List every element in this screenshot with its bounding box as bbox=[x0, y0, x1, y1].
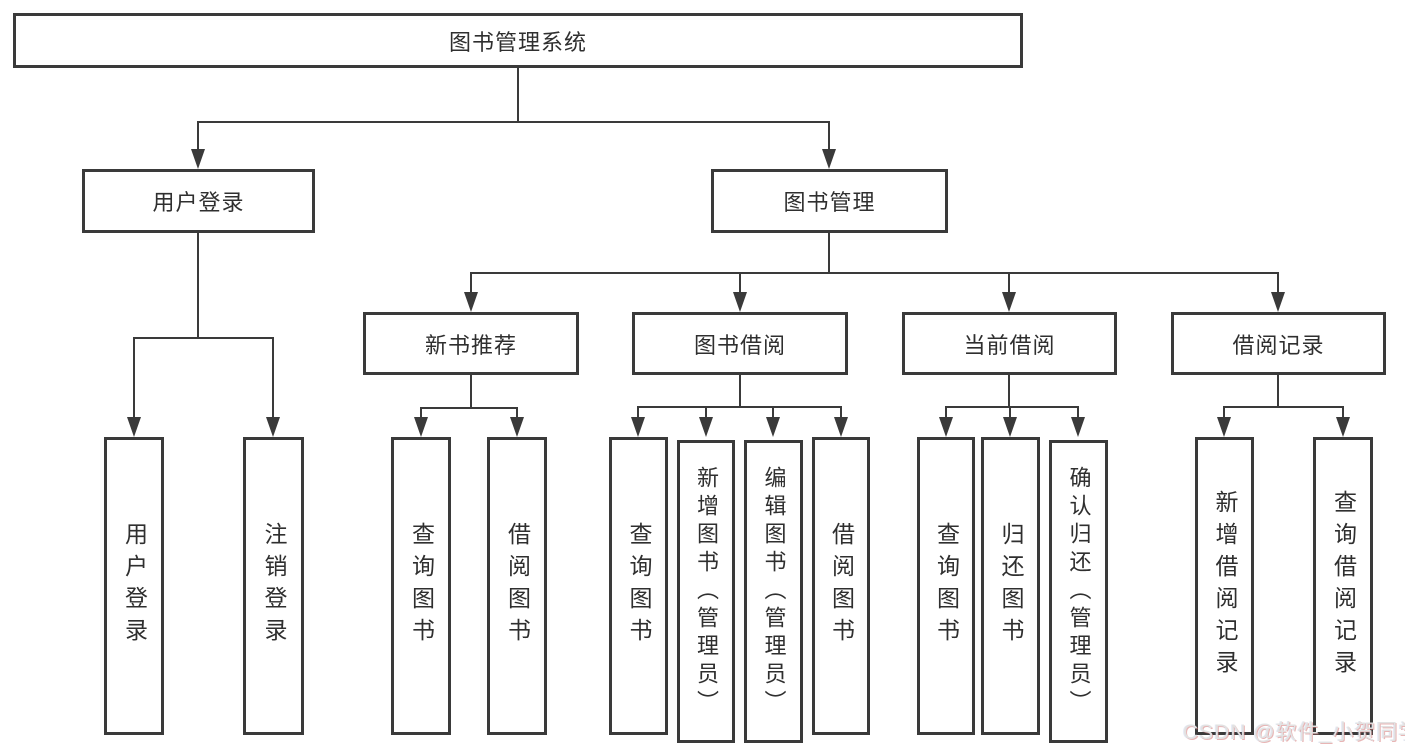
leaf-query-books-2-label: 查询图书 bbox=[626, 522, 652, 650]
leaf-edit-books-admin: 编辑图书（管理员） bbox=[744, 440, 803, 743]
leaf-query-books-1: 查询图书 bbox=[391, 437, 451, 735]
connector-line bbox=[470, 375, 472, 407]
leaf-user-login: 用户登录 bbox=[104, 437, 164, 735]
arrow-down-icon bbox=[464, 292, 478, 312]
leaf-user-login-label: 用户登录 bbox=[121, 522, 148, 650]
leaf-query-borrow-record: 查询借阅记录 bbox=[1313, 437, 1373, 735]
connector-line bbox=[705, 406, 707, 419]
node-borrow-records: 借阅记录 bbox=[1171, 312, 1386, 375]
node-user-login: 用户登录 bbox=[82, 169, 315, 233]
root-node-book-management-system: 图书管理系统 bbox=[13, 13, 1023, 68]
connector-line bbox=[470, 272, 1279, 274]
leaf-logout: 注销登录 bbox=[243, 437, 304, 735]
node-book-borrow: 图书借阅 bbox=[632, 312, 848, 375]
node-borrow-records-label: 借阅记录 bbox=[1232, 332, 1325, 358]
arrow-down-icon bbox=[127, 417, 141, 437]
leaf-borrow-books-1: 借阅图书 bbox=[487, 437, 547, 735]
leaf-add-borrow-record: 新增借阅记录 bbox=[1195, 437, 1254, 735]
node-book-borrow-label: 图书借阅 bbox=[693, 332, 786, 358]
connector-line bbox=[133, 337, 135, 419]
connector-line bbox=[739, 375, 741, 406]
leaf-confirm-return-admin: 确认归还（管理员） bbox=[1049, 440, 1108, 743]
leaf-query-books-3-label: 查询图书 bbox=[933, 522, 960, 650]
leaf-add-books-admin: 新增图书（管理员） bbox=[677, 440, 735, 743]
connector-line bbox=[1008, 272, 1010, 294]
connector-line bbox=[840, 406, 842, 419]
arrow-down-icon bbox=[766, 417, 780, 437]
connector-line bbox=[1009, 406, 1011, 419]
arrow-down-icon bbox=[834, 417, 848, 437]
connector-line bbox=[197, 121, 199, 151]
connector-line bbox=[1008, 375, 1010, 406]
arrow-down-icon bbox=[266, 417, 280, 437]
node-user-login-label: 用户登录 bbox=[152, 190, 245, 215]
node-new-book-recommend-label: 新书推荐 bbox=[424, 332, 517, 358]
arrow-down-icon bbox=[939, 417, 953, 437]
connector-line bbox=[1342, 406, 1344, 419]
leaf-query-books-1-label: 查询图书 bbox=[408, 522, 435, 650]
arrow-down-icon bbox=[1271, 292, 1285, 312]
connector-line bbox=[1277, 375, 1279, 406]
node-current-borrow-label: 当前借阅 bbox=[963, 332, 1056, 358]
node-current-borrow: 当前借阅 bbox=[902, 312, 1117, 375]
connector-line bbox=[1223, 406, 1225, 419]
connector-line bbox=[517, 68, 519, 121]
csdn-watermark: CSDN @软件_小贺同学 bbox=[1183, 721, 1405, 744]
leaf-return-books: 归还图书 bbox=[981, 437, 1040, 735]
arrow-down-icon bbox=[1217, 417, 1231, 437]
arrow-down-icon bbox=[733, 292, 747, 312]
node-new-book-recommend: 新书推荐 bbox=[363, 312, 579, 375]
node-book-management: 图书管理 bbox=[711, 169, 948, 233]
leaf-query-books-2: 查询图书 bbox=[609, 437, 668, 735]
arrow-down-icon bbox=[1071, 417, 1085, 437]
connector-line bbox=[772, 406, 774, 419]
leaf-borrow-books-1-label: 借阅图书 bbox=[504, 522, 531, 650]
connector-line bbox=[1223, 406, 1344, 408]
arrow-down-icon bbox=[1002, 292, 1016, 312]
connector-line bbox=[420, 407, 518, 409]
leaf-return-books-label: 归还图书 bbox=[998, 522, 1024, 650]
leaf-query-borrow-record-label: 查询借阅记录 bbox=[1330, 490, 1357, 682]
connector-line bbox=[739, 272, 741, 294]
arrow-down-icon bbox=[1336, 417, 1350, 437]
connector-line bbox=[470, 272, 472, 294]
arrow-down-icon bbox=[510, 417, 524, 437]
leaf-borrow-books-2: 借阅图书 bbox=[812, 437, 870, 735]
arrow-down-icon bbox=[414, 417, 428, 437]
leaf-logout-label: 注销登录 bbox=[261, 522, 287, 650]
leaf-add-books-admin-label: 新增图书（管理员） bbox=[694, 465, 719, 718]
connector-line bbox=[828, 233, 830, 272]
leaf-query-books-3: 查询图书 bbox=[917, 437, 975, 735]
connector-line bbox=[197, 121, 830, 123]
connector-line bbox=[133, 337, 274, 339]
arrow-down-icon bbox=[631, 417, 645, 437]
connector-line bbox=[1077, 406, 1079, 419]
connector-line bbox=[945, 406, 1079, 408]
connector-line bbox=[420, 407, 422, 419]
arrow-down-icon bbox=[822, 149, 836, 169]
connector-line bbox=[637, 406, 841, 408]
leaf-confirm-return-admin-label: 确认归还（管理员） bbox=[1066, 465, 1092, 718]
connector-line bbox=[197, 233, 199, 337]
leaf-edit-books-admin-label: 编辑图书（管理员） bbox=[761, 465, 787, 718]
connector-line bbox=[945, 406, 947, 419]
connector-line bbox=[272, 337, 274, 419]
connector-line bbox=[828, 121, 830, 151]
connector-line bbox=[637, 406, 639, 419]
connector-line bbox=[516, 407, 518, 419]
arrow-down-icon bbox=[191, 149, 205, 169]
root-node-label: 图书管理系统 bbox=[448, 29, 587, 55]
leaf-borrow-books-2-label: 借阅图书 bbox=[828, 522, 855, 650]
arrow-down-icon bbox=[699, 417, 713, 437]
node-book-management-label: 图书管理 bbox=[783, 190, 876, 215]
arrow-down-icon bbox=[1003, 417, 1017, 437]
connector-line bbox=[1277, 272, 1279, 294]
leaf-add-borrow-record-label: 新增借阅记录 bbox=[1212, 490, 1238, 682]
